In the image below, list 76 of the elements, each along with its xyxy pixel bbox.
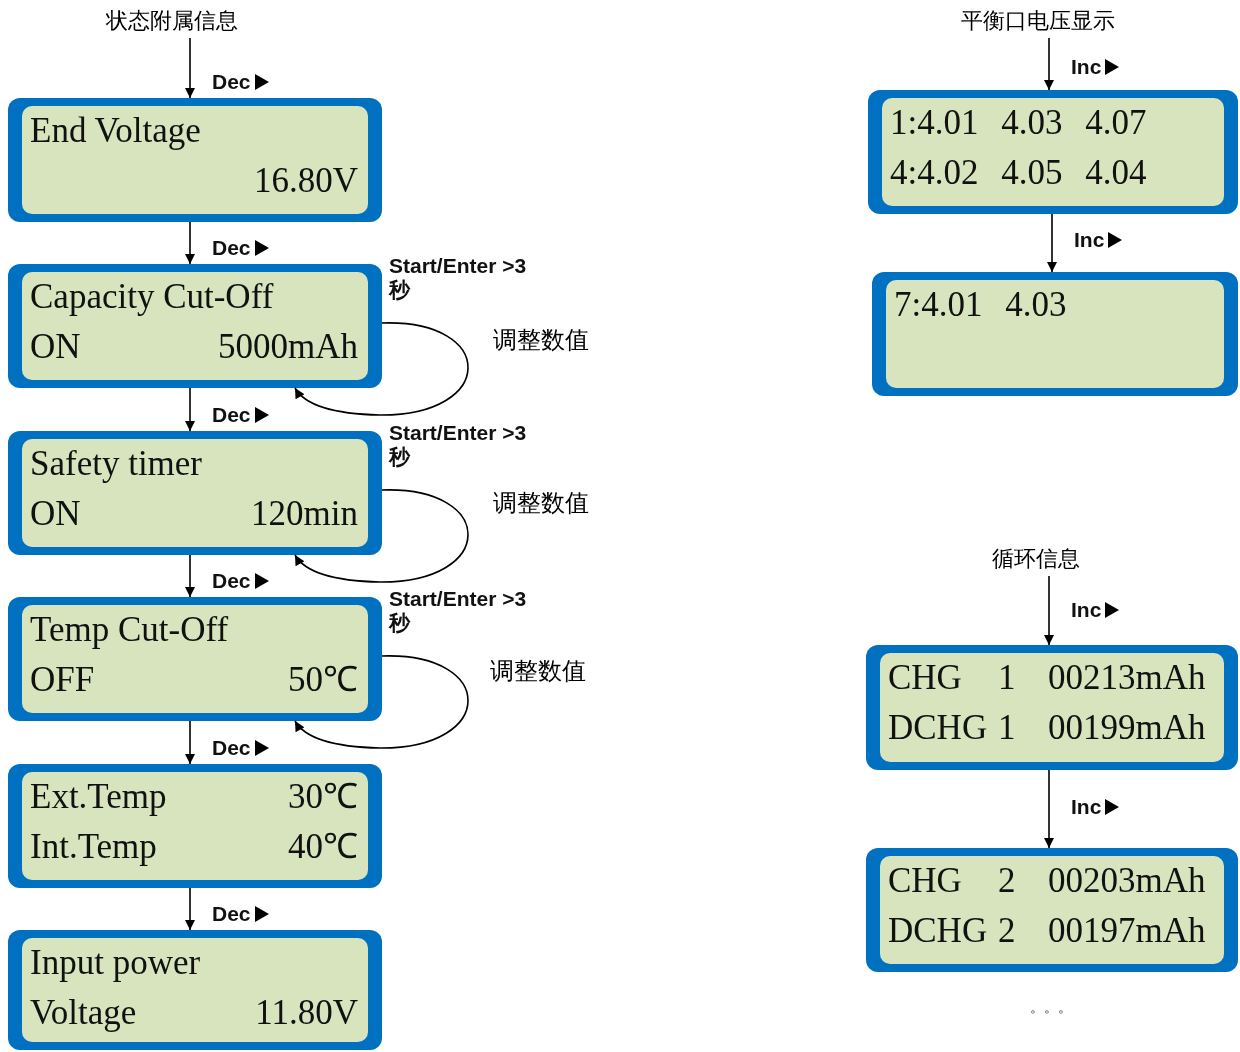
edge-label: Dec <box>212 736 251 760</box>
arrow <box>185 387 195 432</box>
arrow <box>1044 575 1054 646</box>
lcd-text: 120min <box>251 493 358 535</box>
lcd-display <box>8 431 382 555</box>
lcd-text: 2 <box>998 910 1016 952</box>
edge-label: Inc <box>1071 598 1102 622</box>
lcd-display <box>868 90 1238 214</box>
lcd-text: 7:4.01 4.03 <box>894 284 1067 326</box>
arrow <box>185 554 195 598</box>
lcd-display <box>8 764 382 888</box>
lcd-text: DCHG <box>888 910 988 952</box>
edge-label: Inc <box>1074 228 1105 252</box>
lcd-text: 1 <box>998 707 1016 749</box>
arrow <box>185 221 195 265</box>
edge-label: Dec <box>212 403 251 427</box>
section-title: 平衡口电压显示 <box>928 6 1148 38</box>
lcd-text: 5000mAh <box>218 326 358 368</box>
lcd-display <box>8 264 382 388</box>
lcd-display <box>8 98 382 222</box>
arrow <box>1044 37 1054 91</box>
loop-arrow <box>294 322 469 416</box>
edge-label: Dec <box>212 902 251 926</box>
loop-arrow <box>294 489 469 583</box>
lcd-text: 30℃ <box>288 776 358 818</box>
lcd-text: ON <box>30 326 81 368</box>
edge-label: Start/Enter >3 秒 <box>389 587 528 635</box>
note-text: 调整数值 <box>493 325 589 355</box>
section-title: 状态附属信息 <box>72 6 272 38</box>
lcd-display <box>872 272 1238 396</box>
lcd-display <box>8 930 382 1050</box>
ellipsis-text: 。。。 <box>1030 998 1072 1017</box>
lcd-text: 11.80V <box>255 992 358 1034</box>
lcd-text: Safety timer <box>30 443 203 485</box>
edge-label: Dec <box>212 569 251 593</box>
lcd-text: Capacity Cut-Off <box>30 276 274 318</box>
lcd-display <box>8 597 382 721</box>
lcd-text: Int.Temp <box>30 826 157 868</box>
lcd-text: 4:4.02 4.05 4.04 <box>890 152 1147 194</box>
lcd-text: 16.80V <box>253 160 358 202</box>
lcd-text: Temp Cut-Off <box>30 609 229 651</box>
edge-label: Dec <box>212 70 251 94</box>
lcd-text: 00197mAh <box>1048 910 1206 952</box>
edge-label: Start/Enter >3 秒 <box>389 421 528 469</box>
lcd-display <box>866 645 1238 770</box>
lcd-text: Ext.Temp <box>30 776 167 818</box>
edge-label: Inc <box>1071 55 1102 79</box>
lcd-text: 40℃ <box>288 826 358 868</box>
arrow <box>1047 213 1057 273</box>
lcd-text: DCHG <box>888 707 988 749</box>
lcd-text: Input power <box>30 942 201 984</box>
lcd-text: 2 <box>998 860 1016 902</box>
arrow <box>1044 769 1054 849</box>
lcd-text: Voltage <box>30 992 137 1034</box>
lcd-text: 00203mAh <box>1048 860 1206 902</box>
arrow <box>185 720 195 765</box>
lcd-text: 50℃ <box>288 659 358 701</box>
lcd-text: 00199mAh <box>1048 707 1206 749</box>
edge-label: Dec <box>212 236 251 260</box>
lcd-display <box>866 848 1238 972</box>
lcd-text: CHG <box>888 860 962 902</box>
lcd-text: CHG <box>888 657 962 699</box>
note-text: 调整数值 <box>490 656 586 686</box>
lcd-text: End Voltage <box>30 110 201 152</box>
arrow <box>185 37 195 99</box>
arrow <box>185 887 195 931</box>
note-text: 调整数值 <box>493 488 589 518</box>
loop-arrow <box>294 655 469 749</box>
edge-label: Start/Enter >3 秒 <box>389 254 528 302</box>
lcd-text: 1 <box>998 657 1016 699</box>
lcd-text: 1:4.01 4.03 4.07 <box>890 102 1147 144</box>
lcd-text: 00213mAh <box>1048 657 1206 699</box>
edge-label: Inc <box>1071 795 1102 819</box>
lcd-text: ON <box>30 493 81 535</box>
lcd-text: OFF <box>30 659 95 701</box>
section-title: 循环信息 <box>966 544 1106 576</box>
